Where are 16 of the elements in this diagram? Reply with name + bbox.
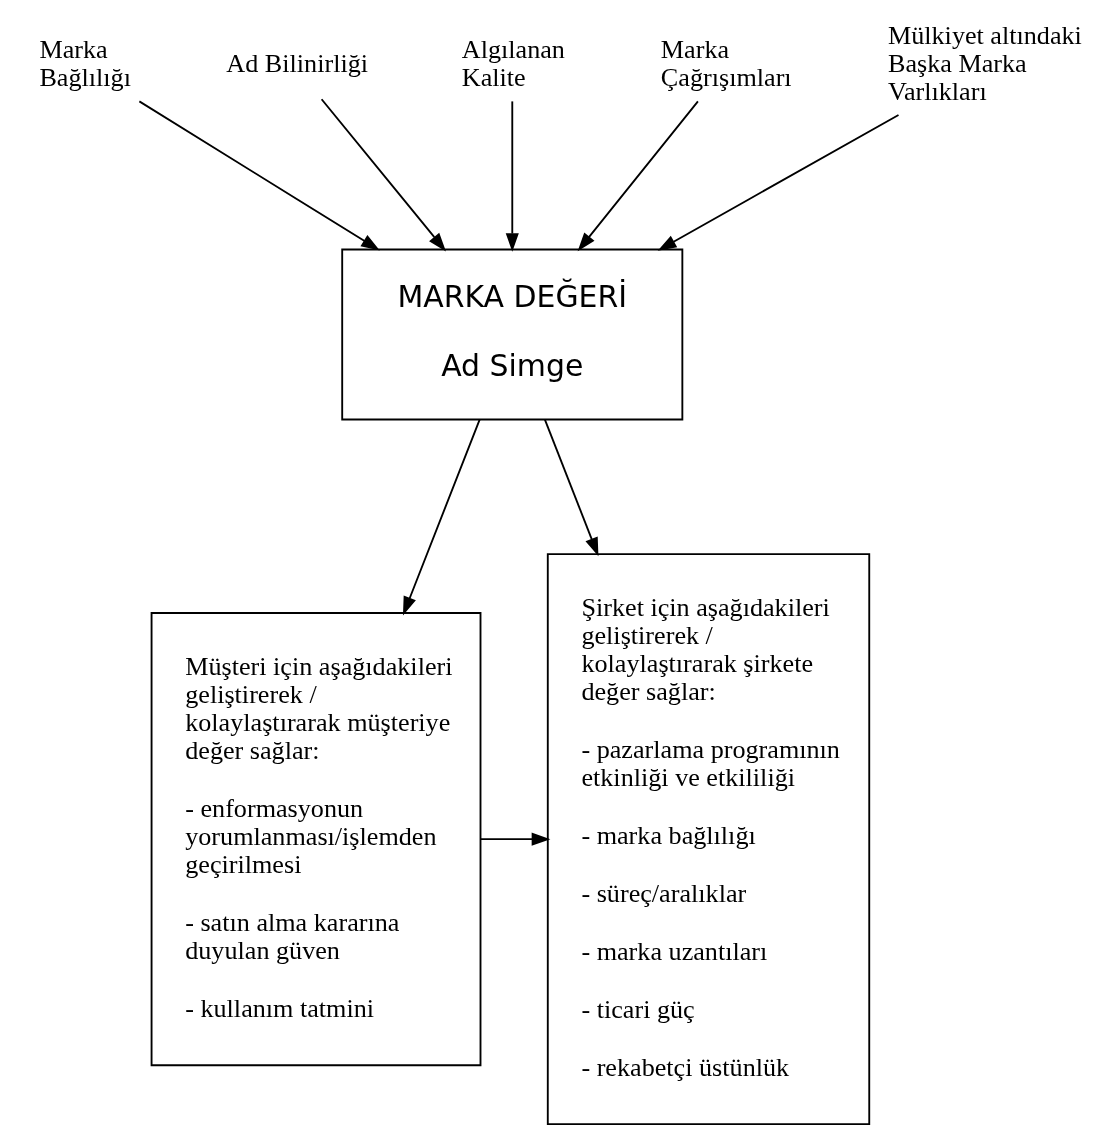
arrow — [137, 100, 380, 251]
node-box: Müşteri için aşağıdakileri geliştirerek / kolaylaştırarak müşteriye değer sağlar: - enformasyonun yorumlanması/işlemden geçirilmesi - satın alma kararına duyulan güven - kullanım tatmini — [150, 612, 481, 1067]
node-text: Marka Çağrışımları — [660, 35, 792, 93]
arrow — [505, 100, 519, 252]
node-text: Marka Bağlılığı — [38, 35, 131, 93]
node-box: Şirket için aşağıdakileri geliştirerek / kolaylaştırarak şirkete değer sağlar: - pazarlama programının etkinliği ve etkililiği - marka bağlılığı - süreç/aralıklar - marka uzantıları - ticari güç - rekabetçi üstünlük — [546, 553, 870, 1126]
arrow — [320, 98, 446, 252]
node-text: Mülkiyet altındaki Başka Marka Varlıkları — [887, 21, 1082, 107]
arrow — [543, 418, 598, 557]
arrow — [577, 100, 699, 252]
arrow — [657, 114, 899, 251]
arrow — [402, 418, 481, 616]
arrow — [479, 832, 550, 846]
node-text: Algılanan Kalite — [461, 35, 565, 93]
node-text: Ad Bilinirliği — [225, 49, 368, 79]
node-box: MARKA DEĞERİ Ad Simge — [340, 248, 683, 421]
